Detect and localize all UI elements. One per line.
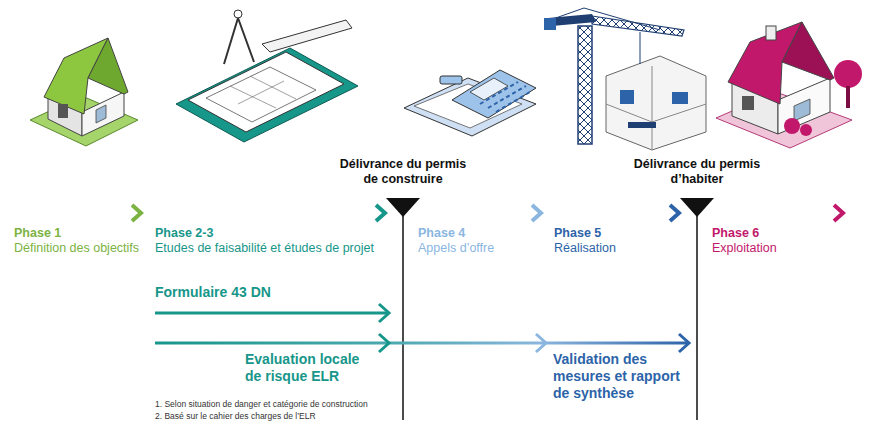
- art-stroke: [376, 205, 385, 221]
- phase-number: Phase 5: [554, 226, 674, 241]
- milestone-marker: [386, 198, 420, 420]
- phase-number: Phase 2-3: [155, 226, 385, 241]
- art-stroke: [834, 60, 862, 88]
- art-stroke: [628, 122, 656, 128]
- phase-number: Phase 4: [418, 226, 538, 241]
- art-stroke: [262, 20, 352, 52]
- art-stroke: [470, 78, 508, 100]
- art-stroke: [10, 211, 138, 215]
- art-stroke: [402, 198, 404, 420]
- house-icon: [716, 22, 862, 148]
- art-stroke: [230, 76, 296, 108]
- art-stroke: [379, 334, 389, 352]
- phase-arrow: [555, 205, 679, 221]
- art-stroke: [742, 96, 754, 110]
- art-stroke: [536, 334, 546, 352]
- art-stroke: [544, 18, 556, 30]
- milestone-marker: [680, 198, 714, 420]
- art-stroke: [672, 92, 688, 104]
- art-stroke: [532, 205, 541, 221]
- art-stroke: [452, 70, 536, 118]
- art-stroke: [640, 32, 641, 64]
- art-stroke: [670, 205, 679, 221]
- art-stroke: [480, 82, 530, 112]
- art-stroke: [606, 66, 706, 150]
- art-stroke: [714, 211, 840, 215]
- process-arrow: [155, 304, 389, 322]
- art-stroke: [386, 198, 420, 217]
- process-label: Evaluation locale de risque ELR: [245, 351, 377, 385]
- phase-arrow: [714, 205, 843, 221]
- calculator-icon: [404, 70, 536, 136]
- art-stroke: [555, 211, 676, 215]
- process-label: Validation des mesures et rapport de syn…: [553, 351, 694, 402]
- art-stroke: [440, 76, 462, 84]
- phase-arrow: [10, 205, 141, 221]
- art-stroke: [550, 8, 660, 30]
- blueprint-icon: [176, 10, 358, 142]
- art-stroke: [152, 211, 382, 215]
- art-stroke: [766, 26, 776, 40]
- milestone-label: Délivrance du permis d’habiter: [627, 157, 767, 188]
- art-stroke: [155, 312, 388, 315]
- art-stroke: [176, 48, 358, 142]
- art-stroke: [592, 16, 684, 36]
- art-stroke: [680, 198, 714, 217]
- art-stroke: [794, 99, 810, 121]
- art-stroke: [224, 18, 254, 64]
- phase-arrow: [152, 205, 385, 221]
- process-arrow: [155, 334, 689, 352]
- phase-name: Définition des objectifs: [14, 241, 149, 256]
- art-stroke: [379, 304, 389, 322]
- phase-number: Phase 6: [712, 226, 852, 241]
- phase-name: Etudes de faisabilité et études de proje…: [155, 241, 397, 256]
- phase-number: Phase 1: [14, 226, 139, 241]
- phase-name: Réalisation: [554, 241, 679, 256]
- art-stroke: [155, 342, 688, 345]
- art-stroke: [132, 205, 141, 221]
- art-stroke: [188, 52, 344, 132]
- art-stroke: [578, 26, 592, 144]
- art-stroke: [784, 118, 800, 134]
- art-stroke: [782, 22, 834, 80]
- art-stroke: [88, 38, 128, 94]
- art-stroke: [234, 10, 242, 18]
- art-stroke: [418, 211, 538, 215]
- art-stroke: [206, 67, 316, 122]
- art-stroke: [606, 56, 706, 150]
- art-stroke: [846, 86, 850, 108]
- house-icon: [30, 38, 138, 146]
- art-stroke: [696, 198, 698, 420]
- art-stroke: [58, 104, 68, 118]
- process-label: Formulaire 43 DN: [155, 284, 385, 301]
- phase-name: Exploitation: [712, 241, 852, 256]
- crane-icon: [544, 8, 706, 150]
- art-stroke: [679, 334, 689, 352]
- footnote: 2. Basé sur le cahier des charges de l’E…: [155, 411, 395, 421]
- phase-arrow: [418, 205, 541, 221]
- art-stroke: [800, 124, 812, 136]
- phase-name: Appels d’offre: [418, 241, 543, 256]
- art-stroke: [620, 90, 634, 104]
- art-stroke: [82, 92, 124, 136]
- art-stroke: [96, 105, 106, 123]
- footnote: 1. Selon situation de danger et catégori…: [155, 399, 395, 409]
- milestone-label: Délivrance du permis de construire: [333, 157, 473, 188]
- art-stroke: [834, 205, 843, 221]
